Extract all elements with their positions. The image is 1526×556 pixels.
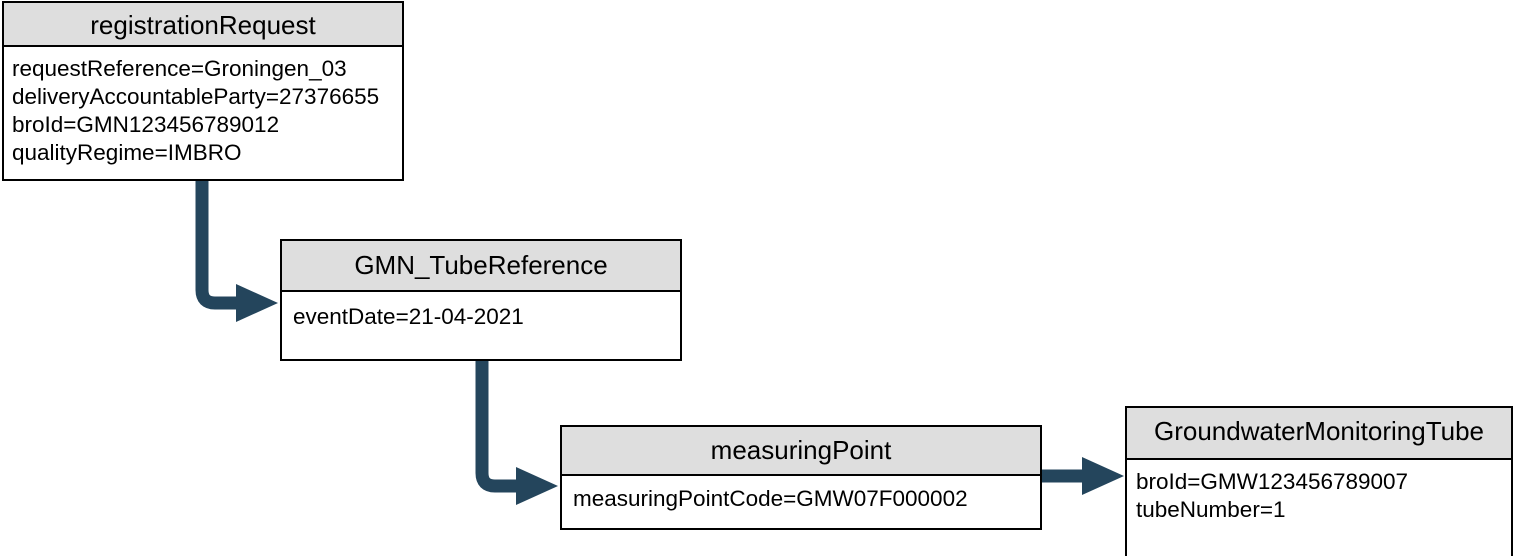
object-box-groundwater-monitoring-tube[interactable]: GroundwaterMonitoringTube broId=GMW12345…	[1125, 406, 1513, 556]
object-body-groundwater-monitoring-tube: broId=GMW123456789007 tubeNumber=1	[1127, 460, 1511, 556]
object-header-gmn-tubereference: GMN_TubeReference	[282, 241, 680, 292]
object-attribute: tubeNumber=1	[1136, 497, 1286, 522]
object-attribute: qualityRegime=IMBRO	[12, 140, 242, 165]
object-body-measuring-point: measuringPointCode=GMW07F000002	[562, 476, 1040, 528]
object-box-measuring-point[interactable]: measuringPoint measuringPointCode=GMW07F…	[560, 425, 1042, 530]
object-attribute: measuringPointCode=GMW07F000002	[573, 486, 968, 511]
object-box-gmn-tubereference[interactable]: GMN_TubeReference eventDate=21-04-2021	[280, 239, 682, 361]
object-body-registration-request: requestReference=Groningen_03 deliveryAc…	[4, 47, 402, 179]
object-attribute: requestReference=Groningen_03	[12, 56, 347, 81]
object-attribute: eventDate=21-04-2021	[293, 304, 524, 329]
object-header-measuring-point: measuringPoint	[562, 427, 1040, 476]
connector-measuring-point-to-groundwater-monitoring-tube	[1042, 457, 1124, 495]
object-attribute: broId=GMW123456789007	[1136, 469, 1409, 494]
object-box-registration-request[interactable]: registrationRequest requestReference=Gro…	[2, 1, 404, 181]
object-body-gmn-tubereference: eventDate=21-04-2021	[282, 292, 680, 359]
object-header-groundwater-monitoring-tube: GroundwaterMonitoringTube	[1127, 408, 1511, 460]
object-attribute: broId=GMN123456789012	[12, 112, 280, 137]
connector-gmn-tubereference-to-measuring-point	[475, 361, 558, 505]
object-header-registration-request: registrationRequest	[4, 3, 402, 47]
connector-registration-request-to-gmn-tubereference	[195, 180, 278, 322]
object-attribute: deliveryAccountableParty=27376655	[12, 84, 380, 109]
